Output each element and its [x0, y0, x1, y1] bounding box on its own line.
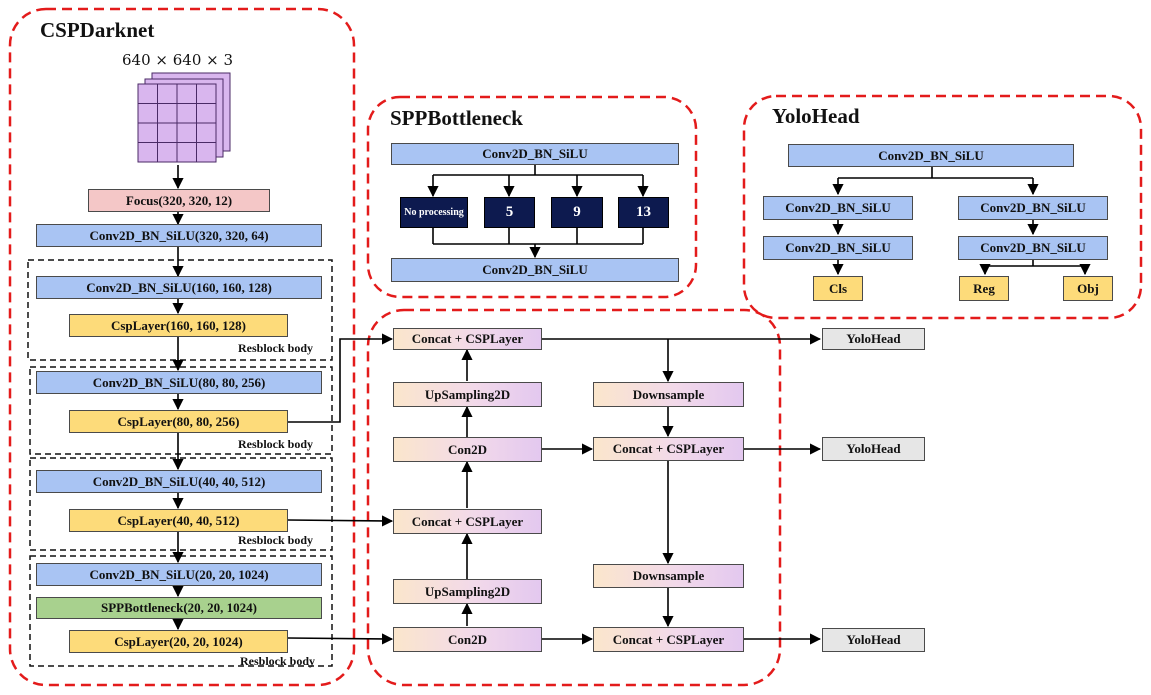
resblock-label-1: Resblock body [238, 341, 314, 355]
yolohead-output-2: YoloHead [822, 437, 925, 461]
backbone-conv-0: Conv2D_BN_SiLU(320, 320, 64) [36, 224, 322, 247]
neck-con2d-1: Con2D [393, 437, 542, 462]
neck-concat-top: Concat + CSPLayer [393, 328, 542, 350]
head-reg-output: Reg [959, 276, 1009, 301]
region-borders [8, 7, 1143, 687]
head-obj-output: Obj [1063, 276, 1113, 301]
head-conv-right-1: Conv2D_BN_SiLU [958, 196, 1108, 220]
resblock-label-2: Resblock body [238, 437, 314, 451]
neck-upsampling-2: UpSampling2D [393, 579, 542, 604]
spp-maxpool-9: 9 [551, 197, 603, 228]
spp-no-processing: No processing [400, 197, 468, 228]
head-region-border [742, 94, 1143, 320]
spp-maxpool-13: 13 [618, 197, 669, 228]
resblock-label-4: Resblock body [240, 654, 316, 668]
backbone-conv-3: Conv2D_BN_SiLU(40, 40, 512) [36, 470, 322, 493]
input-tensor-grid [137, 72, 231, 163]
backbone-conv-2: Conv2D_BN_SiLU(80, 80, 256) [36, 371, 322, 394]
neck-concat-mid-left: Concat + CSPLayer [393, 509, 542, 534]
spp-conv-bottom: Conv2D_BN_SiLU [391, 258, 679, 282]
resblock-3-border [29, 457, 333, 551]
backbone-title: CSPDarknet [40, 18, 155, 42]
neck-con2d-2: Con2D [393, 627, 542, 652]
input-shape-label: 640 × 640 × 3 [122, 51, 234, 69]
head-conv-right-2: Conv2D_BN_SiLU [958, 236, 1108, 260]
yolohead-output-3: YoloHead [822, 628, 925, 652]
csp-layer-4: CspLayer(20, 20, 1024) [69, 630, 288, 653]
backbone-region-border [8, 7, 356, 687]
backbone-conv-1: Conv2D_BN_SiLU(160, 160, 128) [36, 276, 322, 299]
neck-concat-mid-right: Concat + CSPLayer [593, 437, 744, 461]
csp-layer-1: CspLayer(160, 160, 128) [69, 314, 288, 337]
head-title: YoloHead [772, 104, 860, 128]
neck-region-border [366, 308, 782, 687]
spp-bottleneck-block: SPPBottleneck(20, 20, 1024) [36, 597, 322, 619]
head-cls-output: Cls [813, 276, 863, 301]
spp-maxpool-5: 5 [484, 197, 535, 228]
neck-downsample-1: Downsample [593, 382, 744, 407]
neck-downsample-2: Downsample [593, 564, 744, 588]
connector-lines [172, 165, 1091, 645]
spp-region-border [366, 95, 698, 299]
head-conv-left-1: Conv2D_BN_SiLU [763, 196, 913, 220]
spp-conv-top: Conv2D_BN_SiLU [391, 143, 679, 165]
neck-concat-bottom: Concat + CSPLayer [593, 627, 744, 652]
head-conv-top: Conv2D_BN_SiLU [788, 144, 1074, 167]
head-conv-left-2: Conv2D_BN_SiLU [763, 236, 913, 260]
backbone-conv-4: Conv2D_BN_SiLU(20, 20, 1024) [36, 563, 322, 586]
csp-layer-2: CspLayer(80, 80, 256) [69, 410, 288, 433]
yolohead-output-1: YoloHead [822, 328, 925, 350]
neck-upsampling-1: UpSampling2D [393, 382, 542, 407]
spp-title: SPPBottleneck [390, 106, 523, 130]
focus-block: Focus(320, 320, 12) [88, 189, 270, 212]
csp-layer-3: CspLayer(40, 40, 512) [69, 509, 288, 532]
resblock-label-3: Resblock body [238, 533, 314, 547]
